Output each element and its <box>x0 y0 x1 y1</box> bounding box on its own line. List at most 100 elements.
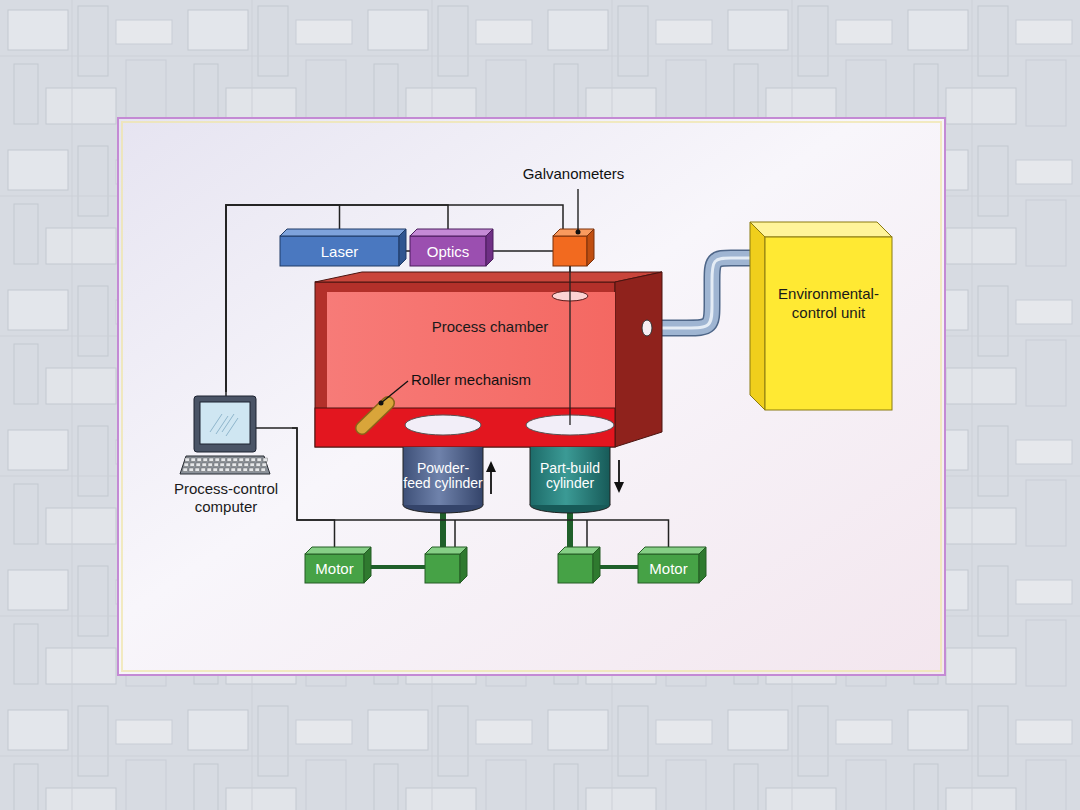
bus-drop <box>586 520 588 548</box>
node-text: Powder- feed cylinder <box>403 461 483 491</box>
leader-line <box>577 189 578 232</box>
powder-feed-cylinder: Powder- feed cylinder <box>403 447 483 513</box>
pipe-body <box>648 258 754 328</box>
node-text: Laser <box>321 243 359 260</box>
part-build-cylinder: Part-build cylinder <box>530 447 610 513</box>
chamber-interior <box>327 292 615 408</box>
powder-bed <box>405 415 481 435</box>
box-front <box>553 236 587 266</box>
node-text: Motor <box>649 560 687 577</box>
key <box>239 458 244 462</box>
optics-box: Optics <box>410 229 493 266</box>
box-side <box>486 229 493 266</box>
key <box>250 463 255 467</box>
node-text: Part-build cylinder <box>530 461 610 491</box>
node-text: Process-control computer <box>160 480 292 516</box>
key <box>183 468 188 472</box>
key <box>219 468 224 472</box>
key <box>213 468 218 472</box>
key <box>196 463 201 467</box>
key <box>221 458 226 462</box>
key <box>203 458 208 462</box>
screen <box>200 402 250 444</box>
cylinder-body <box>403 447 483 505</box>
connector-line <box>406 250 410 252</box>
cylinder-edge <box>610 447 611 505</box>
leader-dot <box>576 230 581 235</box>
key <box>238 463 243 467</box>
node-text: Motor <box>315 560 353 577</box>
box-front <box>638 554 699 583</box>
key <box>231 468 236 472</box>
key <box>208 463 213 467</box>
key <box>226 463 231 467</box>
motion-arrow <box>614 460 624 493</box>
motor-box: Motor <box>305 547 371 583</box>
key <box>185 458 190 462</box>
roller <box>362 403 388 428</box>
key <box>184 463 189 467</box>
node-text: Process chamber <box>395 318 585 336</box>
key <box>255 468 260 472</box>
leader-line <box>381 381 408 403</box>
text-area: Motor <box>305 554 364 583</box>
unit-front <box>765 237 892 410</box>
node-text: Galvanometers <box>483 165 664 183</box>
box-top <box>280 229 406 236</box>
process-chamber: Process chamber <box>315 272 662 447</box>
key <box>209 458 214 462</box>
key <box>262 463 267 467</box>
connector-line <box>493 250 553 252</box>
box-top <box>638 547 706 554</box>
motor-coupling <box>362 565 426 569</box>
diagram-panel <box>118 118 945 675</box>
text-area: Galvanometers <box>483 165 664 185</box>
unit-side <box>750 222 765 410</box>
key <box>261 468 266 472</box>
monitor <box>194 396 256 452</box>
text-area: Powder- feed cylinder <box>403 447 483 505</box>
key <box>202 463 207 467</box>
panel-inner-border <box>122 122 941 671</box>
motion-arrow <box>486 461 496 494</box>
key <box>263 458 268 462</box>
text-area: Part-build cylinder <box>530 447 610 505</box>
key <box>215 458 220 462</box>
drive-shaft <box>567 510 573 550</box>
laser-beam <box>569 266 570 425</box>
part-label: Roller mechanism <box>411 371 531 388</box>
node-text: Optics <box>427 243 470 260</box>
gear-box <box>558 547 600 583</box>
environmental-control-unit: Environmental- control unit <box>750 222 892 410</box>
key <box>249 468 254 472</box>
roller <box>362 403 388 428</box>
key <box>225 468 230 472</box>
wire <box>225 392 227 396</box>
box-top <box>305 547 371 554</box>
key <box>257 458 262 462</box>
text-area: Process chamber <box>395 318 585 338</box>
key <box>227 458 232 462</box>
process-control-computer: Process-control computer <box>160 392 292 520</box>
key <box>201 468 206 472</box>
box-front <box>305 554 364 583</box>
key <box>220 463 225 467</box>
box-side <box>587 229 594 266</box>
pipe-port <box>642 320 652 336</box>
screen-glare <box>226 418 238 436</box>
pipe-highlight <box>648 258 754 328</box>
unit-top <box>750 222 892 237</box>
pipe-outline <box>648 258 754 328</box>
process-chamber-shape <box>315 272 662 447</box>
text-area: Environmental- control unit <box>765 284 892 328</box>
box-front <box>280 236 399 266</box>
leader-dot <box>379 401 384 406</box>
bus-drop <box>454 520 456 548</box>
galvanometer-box: Galvanometers <box>553 229 594 266</box>
box-top <box>410 229 493 236</box>
keyboard <box>180 456 270 474</box>
wire <box>256 427 292 429</box>
key <box>251 458 256 462</box>
key <box>243 468 248 472</box>
motor-box: Motor <box>638 547 706 583</box>
